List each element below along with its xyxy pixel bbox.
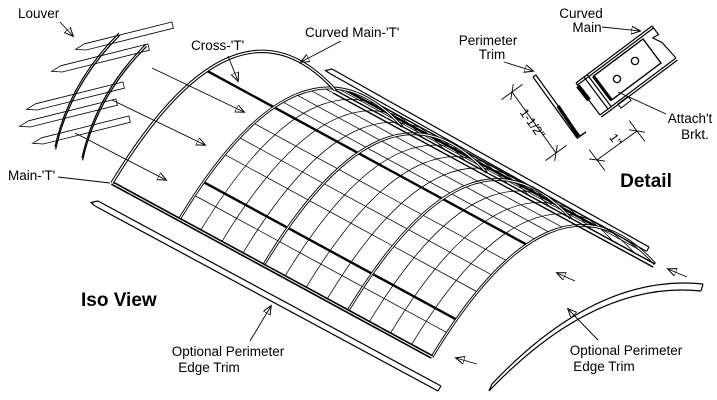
perimeter-trim-label-line1: Perimeter [459,33,518,48]
tick-mark [589,158,605,162]
trim-arc [488,289,702,392]
curved-main-t-leader [301,40,342,62]
rail-end-inner-line [583,76,609,110]
trim-end-cap [700,283,704,292]
attach-brkt-label-line1: Attach't [668,111,713,126]
tick-mark [629,129,645,133]
bracket-edge [592,75,613,102]
edge-trim-left-leader [249,306,271,342]
edge-trim-bottom-right-curved [488,282,704,392]
louver-blade [25,81,125,111]
cross-t-label: Cross-'T' [191,38,244,53]
tick-mark [554,145,558,161]
edge-trim-top-right [324,68,650,252]
louver-arc-line [368,190,593,323]
dimension-text-bracket-width: 1" [606,131,624,148]
dimension-line [596,130,638,161]
louver-carrier-arc [81,43,147,159]
trim-slide-arrow [668,269,688,278]
assembly-arrow [74,132,166,180]
attach-brkt-label-line2: Brkt. [681,127,709,142]
perimeter-trim-cap [532,74,537,78]
curved-main-tee-core [178,87,403,220]
louver-label: Louver [18,6,60,21]
edge-trim-right-leader [568,309,599,341]
trim-end-cap [437,385,442,392]
bracket-tab [617,95,632,109]
trim-arc [491,282,704,385]
trim-line [97,200,442,387]
assembly-arrow [111,99,205,145]
curved-main-rail-top [575,25,653,84]
main-tee-rail-core [111,182,433,358]
far-edge-line [334,89,656,265]
barrel-vault-grid [110,49,657,359]
curved-main-t-label: Curved Main-'T' [305,25,399,40]
main-t-leader [57,176,111,184]
trim-line [94,205,439,392]
edge-trim-left-label-line2: Edge Trim [178,360,240,375]
dimension-line [511,91,557,154]
louver-arc-line [284,144,508,278]
cross-tee [202,181,457,321]
perimeter-trim-foot [579,131,587,137]
exploded-louver-assembly [18,21,174,161]
louver-leader [59,21,73,36]
main-t-label: Main-'T' [8,168,55,183]
perimeter-trim-face [556,105,580,138]
edge-trim-right-label-line2: Edge Trim [573,359,635,374]
bracket-hole [630,56,640,66]
trim-pointed-end [89,200,99,207]
dimension-trim-height [501,84,567,161]
louver-carrier-arc [82,45,148,161]
rail-end-inner-line [586,74,612,107]
curved-main-tee-core [262,133,487,266]
curved-main-rail-top [577,27,654,86]
curved-main-label-line1: Curved [559,6,603,21]
louver-carrier-arc [55,34,121,150]
leading-curved-main-core [111,50,336,184]
bracket-hole [612,74,622,84]
leading-curved-main [110,49,337,184]
detail-view [501,25,678,171]
attach-brkt-leader [617,91,667,115]
perimeter-trim-label-line2: Trim [479,47,506,62]
tick-mark [510,84,514,100]
curved-main-leader [601,27,640,31]
curved-main-tee-core [347,179,572,312]
curved-main-rail-bottom [599,57,677,116]
cross-t-leader [227,55,238,81]
iso-view-title: Iso View [81,290,157,311]
edge-trim-right-label-line1: Optional Perimeter [570,343,683,358]
louver-arc-line [221,110,445,243]
curved-main-rail-bottom [601,59,678,118]
perimeter-trim-leg [532,76,578,139]
louver-arc-line [199,99,424,232]
trim-slide-arrow [557,273,576,282]
cross-tee [206,69,528,246]
dimension-bracket-width [588,120,646,171]
rail-end-clip [576,84,591,102]
louver-blade [50,43,150,73]
dimension-text-trim-height: 1-1/2" [517,106,548,141]
far-edge-inner-line [332,92,654,268]
louver-blade [31,115,131,145]
assembly-direction-arrows [74,67,244,180]
trim-end-cap [488,383,493,392]
louver-arc-line [305,156,529,289]
assembly-arrow [151,67,244,112]
detail-title: Detail [620,171,672,192]
trim-slide-arrow [456,358,478,365]
trim-line [331,68,650,248]
trim-pointed-end [324,68,333,74]
trim-end-cap [646,246,650,252]
edge-trim-left-label-line1: Optional Perimeter [172,344,285,359]
perimeter-trim-leader [503,61,533,71]
edge-trim-bottom-left [89,200,442,392]
trim-line [329,72,647,252]
louver-blade [74,21,174,51]
rail-break-symbol [651,25,677,59]
curved-main-label-line2: Main [572,20,601,35]
